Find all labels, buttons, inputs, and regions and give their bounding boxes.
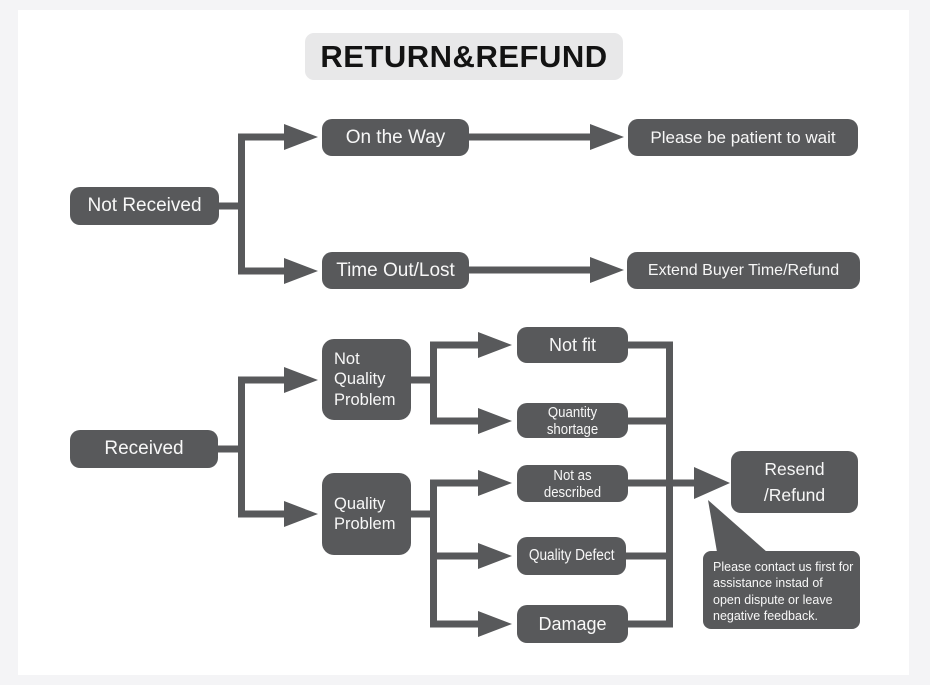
- note-bubble: Please contact us first for assistance i…: [703, 551, 860, 629]
- node-on-the-way: On the Way: [322, 119, 469, 156]
- node-label: Extend Buyer Time/Refund: [647, 261, 840, 279]
- node-extend-buyer-time-refund: Extend Buyer Time/Refund: [627, 252, 860, 289]
- node-quantity-shortage: Quantity shortage: [517, 403, 628, 438]
- node-label: Not as described: [543, 466, 602, 501]
- node-not-as-described: Not as described: [517, 465, 628, 502]
- node-label: Received: [104, 438, 184, 459]
- page-title: RETURN&REFUND: [305, 33, 623, 80]
- node-label: Time Out/Lost: [336, 259, 455, 281]
- arrowhead-damage: [478, 611, 512, 637]
- node-label: Not fit: [548, 334, 596, 355]
- node-time-out-lost: Time Out/Lost: [322, 252, 469, 289]
- arrowhead-please-wait: [590, 124, 624, 150]
- arrowhead-not-fit: [478, 332, 512, 358]
- node-label: Not Received: [87, 195, 202, 216]
- node-damage: Damage: [517, 605, 628, 643]
- node-label: Quantity shortage: [546, 403, 599, 438]
- arrowhead-quality-defect: [478, 543, 512, 569]
- node-quality-problem: Quality Problem: [322, 473, 411, 555]
- page-title-label: RETURN&REFUND: [320, 38, 608, 74]
- node-received: Received: [70, 430, 218, 468]
- node-quality-defect: Quality Defect: [517, 537, 626, 575]
- arrowhead-on-the-way: [284, 124, 318, 150]
- arrowhead-time-out-lost: [284, 258, 318, 284]
- arrowhead-quality-problem: [284, 501, 318, 527]
- arrowhead-extend-refund: [590, 257, 624, 283]
- node-label: Damage: [538, 613, 607, 634]
- arrowhead-quantity-shortage: [478, 408, 512, 434]
- node-not-quality-problem: Not Quality Problem: [322, 339, 411, 420]
- arrowhead-not-quality-problem: [284, 367, 318, 393]
- note-text: Please contact us first for assistance i…: [713, 560, 854, 623]
- node-label: Please be patient to wait: [650, 127, 836, 147]
- node-label: Resend /Refund: [763, 458, 826, 505]
- arrowhead-not-as-described: [478, 470, 512, 496]
- note-bubble-tail: [708, 500, 767, 552]
- node-label: Not Quality Problem: [334, 350, 396, 409]
- node-label: On the Way: [345, 126, 446, 148]
- arrowhead-resend-refund: [694, 467, 730, 499]
- node-not-fit: Not fit: [517, 327, 628, 363]
- node-please-be-patient: Please be patient to wait: [628, 119, 858, 156]
- node-label: Quality Problem: [334, 494, 396, 533]
- node-not-received: Not Received: [70, 187, 219, 225]
- node-label: Quality Defect: [528, 547, 615, 564]
- node-resend-refund: Resend /Refund: [731, 451, 858, 513]
